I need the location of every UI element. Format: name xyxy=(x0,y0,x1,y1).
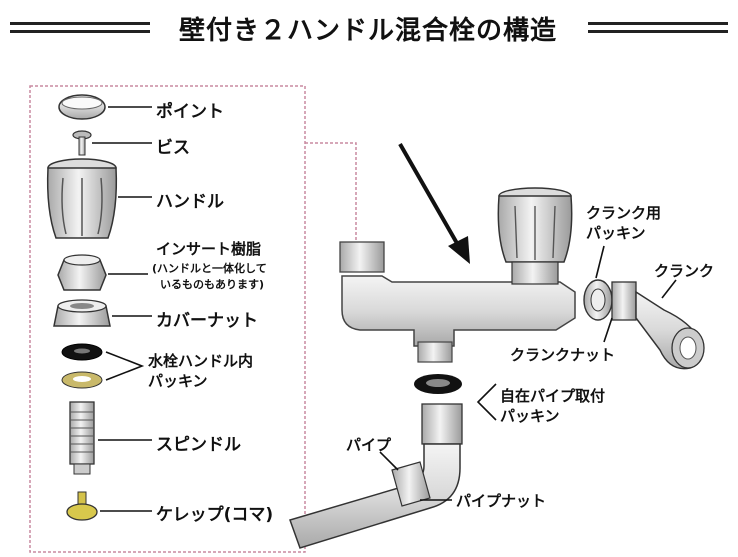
label-screw: ビス xyxy=(156,138,190,158)
label-crank: クランク xyxy=(654,262,715,280)
label-handle-packing-1: 水栓ハンドル内 xyxy=(148,352,254,370)
handle-illustration xyxy=(46,158,118,239)
label-handle: ハンドル xyxy=(156,192,224,212)
label-pipe: パイプ xyxy=(346,436,392,454)
faucet-body-illustration xyxy=(339,241,576,363)
left-leader-lines xyxy=(92,106,152,512)
label-point: ポイント xyxy=(156,102,224,122)
label-insert-note-2: いるものもあります) xyxy=(160,278,265,291)
label-handle-packing-2: パッキン xyxy=(148,372,208,390)
spindle-illustration xyxy=(69,401,95,475)
label-pipe-packing-2: パッキン xyxy=(500,407,560,425)
label-crank-packing-1: クランク用 xyxy=(586,204,662,222)
insert-resin-illustration xyxy=(57,254,107,291)
title-rule-right-bottom xyxy=(588,30,728,33)
label-pipe-packing-1: 自在パイプ取付 xyxy=(500,387,606,405)
yellow-packing-hole xyxy=(73,376,91,382)
pipe-packing-hole xyxy=(426,379,450,387)
cover-nut-illustration xyxy=(53,299,111,327)
page-title: 壁付き２ハンドル混合栓の構造 xyxy=(158,10,578,47)
label-cover-nut: カバーナット xyxy=(156,311,258,331)
body-handle-illustration xyxy=(497,187,573,285)
parts-frame xyxy=(29,85,306,553)
pipe-illustration xyxy=(289,403,463,549)
label-insert-note-1: (ハンドルと一体化して xyxy=(152,262,267,275)
title-rule-left-bottom xyxy=(10,30,150,33)
label-insert-resin: インサート樹脂 xyxy=(156,240,262,258)
label-pipe-nut: パイプナット xyxy=(456,492,547,510)
label-crank-packing-2: パッキン xyxy=(586,224,646,242)
title-rule-left-top xyxy=(10,22,150,25)
black-packing-hole xyxy=(74,348,90,354)
label-kerep: ケレップ(コマ) xyxy=(156,505,274,525)
title-banner: 壁付き２ハンドル混合栓の構造 xyxy=(0,0,738,56)
parts-frame-connector xyxy=(305,142,357,240)
kerep-illustration xyxy=(66,491,98,521)
label-spindle: スピンドル xyxy=(156,435,241,455)
screw-illustration xyxy=(72,130,92,156)
label-crank-nut: クランクナット xyxy=(510,346,616,364)
point-cap-illustration xyxy=(58,94,106,120)
right-leader-lines xyxy=(379,245,677,501)
title-rule-right-top xyxy=(588,22,728,25)
pointer-arrow xyxy=(398,143,470,264)
crank-illustration xyxy=(583,279,705,370)
